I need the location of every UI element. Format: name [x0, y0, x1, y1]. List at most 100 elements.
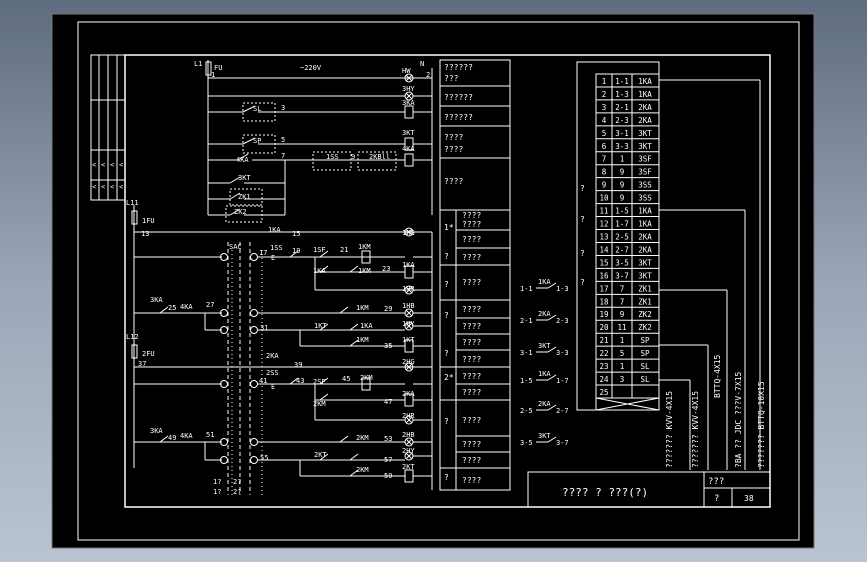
svg-text:????: ????	[462, 235, 481, 244]
terminal-cell: 1KA	[638, 207, 652, 216]
svg-text:?: ?	[580, 249, 585, 258]
svg-text:2FU: 2FU	[142, 350, 155, 358]
terminal-cell: 3-5	[615, 258, 629, 267]
terminal-cell: 3-1	[615, 129, 629, 138]
terminal-cell: 1-5	[615, 207, 629, 216]
svg-text:????: ????	[462, 372, 481, 381]
terminal-cell: 9	[620, 181, 625, 190]
terminal-cell: 3KT	[638, 129, 652, 138]
svg-text:2?: 2?	[233, 488, 241, 496]
terminal-cell: 1KA	[638, 90, 652, 99]
svg-text:3-1: 3-1	[520, 349, 533, 357]
description-column	[439, 59, 511, 491]
svg-text:????: ????	[462, 338, 481, 347]
svg-text:1-3: 1-3	[556, 285, 569, 293]
svg-text:2: 2	[426, 71, 430, 79]
svg-text:1-1: 1-1	[520, 285, 533, 293]
svg-text:??????: ??????	[444, 63, 473, 72]
svg-text:????: ????	[444, 177, 463, 186]
svg-text:4KA: 4KA	[236, 156, 249, 164]
svg-text:L11: L11	[126, 199, 139, 207]
terminal-cell: ZK1	[638, 284, 652, 293]
svg-text:????: ????	[462, 211, 481, 220]
svg-text:?: ?	[444, 349, 449, 358]
terminal-cell: 10	[599, 194, 609, 203]
svg-text:27: 27	[206, 301, 214, 309]
svg-text:1HR: 1HR	[402, 285, 415, 293]
svg-text:<: <	[119, 183, 123, 191]
svg-text:L1: L1	[194, 60, 202, 68]
terminal-cell: ZK2	[638, 323, 652, 332]
svg-text:1: 1	[211, 71, 215, 79]
svg-text:2KA: 2KA	[266, 352, 279, 360]
contact-symbols	[536, 282, 557, 443]
svg-text:FU: FU	[214, 64, 222, 72]
svg-text:<: <	[101, 183, 105, 191]
svg-text:????: ????	[462, 220, 481, 229]
svg-text:ZK2: ZK2	[234, 208, 247, 216]
svg-text:????: ????	[462, 388, 481, 397]
svg-text:SAC: SAC	[229, 243, 242, 251]
terminal-cell: 21	[599, 336, 608, 345]
terminal-cell: 3KT	[638, 142, 652, 151]
top-circuit-labels: L1 FU ~220V N 1 2 3 5 7 SL SP 4KA 3KT ZK…	[194, 60, 430, 216]
svg-text:3KA: 3KA	[150, 296, 163, 304]
terminal-cell: 4	[602, 116, 607, 125]
svg-text:2HY: 2HY	[402, 447, 415, 455]
svg-text:39: 39	[294, 361, 302, 369]
terminal-cell: 12	[599, 220, 608, 229]
svg-text:31: 31	[260, 324, 268, 332]
svg-text:????: ????	[462, 253, 481, 262]
svg-text:15: 15	[292, 230, 300, 238]
cable-labels: ??????? KVV-4X15 ??????? KVV-4X15 ?BA ??…	[665, 354, 766, 468]
svg-text:?: ?	[444, 280, 449, 289]
svg-text:L12: L12	[126, 333, 139, 341]
terminal-cell: 5	[602, 129, 607, 138]
svg-text:2?: 2?	[233, 478, 241, 486]
svg-text:SP: SP	[253, 137, 261, 145]
svg-text:13: 13	[141, 230, 149, 238]
svg-text:49: 49	[168, 434, 176, 442]
terminal-cell: 3	[602, 103, 607, 112]
terminal-cell: 3-7	[615, 271, 629, 280]
main-control-circuit	[131, 205, 433, 495]
terminal-cell: 2KA	[638, 245, 652, 254]
svg-text:?: ?	[580, 278, 585, 287]
title-code: ???	[708, 477, 724, 487]
terminal-cell: 9	[620, 194, 625, 203]
svg-text:3KA: 3KA	[150, 427, 163, 435]
svg-text:3-3: 3-3	[556, 349, 569, 357]
svg-text:1KA: 1KA	[313, 267, 326, 275]
svg-text:<: <	[92, 183, 96, 191]
terminal-q-marks: ? ? ? ?	[580, 184, 585, 287]
terminal-cell: 2-7	[615, 245, 629, 254]
svg-text:5: 5	[281, 136, 285, 144]
svg-text:??????: ??????	[444, 93, 473, 102]
svg-text:37: 37	[138, 360, 146, 368]
terminal-cell: SL	[640, 375, 650, 384]
terminal-cell: SP	[640, 336, 650, 345]
svg-text:1HG: 1HG	[402, 229, 415, 237]
svg-text:1KM: 1KM	[356, 304, 369, 312]
svg-text:1KA: 1KA	[402, 261, 415, 269]
terminal-cell: 2-3	[615, 116, 629, 125]
terminal-cell: 1	[620, 336, 625, 345]
title-block	[527, 471, 771, 508]
svg-text:2-5: 2-5	[520, 407, 533, 415]
terminal-cell: 5	[620, 349, 625, 358]
svg-text:????: ????	[462, 440, 481, 449]
terminal-cell: 18	[599, 297, 609, 306]
svg-text:2SF: 2SF	[313, 378, 326, 386]
svg-text:45: 45	[342, 375, 350, 383]
terminal-cell: 24	[599, 375, 609, 384]
terminal-cell: 2-1	[615, 103, 629, 112]
svg-text:2-7: 2-7	[556, 407, 569, 415]
drawing-title: ???? ? ???(?)	[562, 486, 648, 499]
svg-text:2KT: 2KT	[314, 451, 327, 459]
terminal-cell: 9	[620, 168, 625, 177]
terminal-cell: ZK2	[638, 310, 652, 319]
svg-text:25: 25	[168, 304, 176, 312]
svg-text:<: <	[92, 161, 96, 169]
